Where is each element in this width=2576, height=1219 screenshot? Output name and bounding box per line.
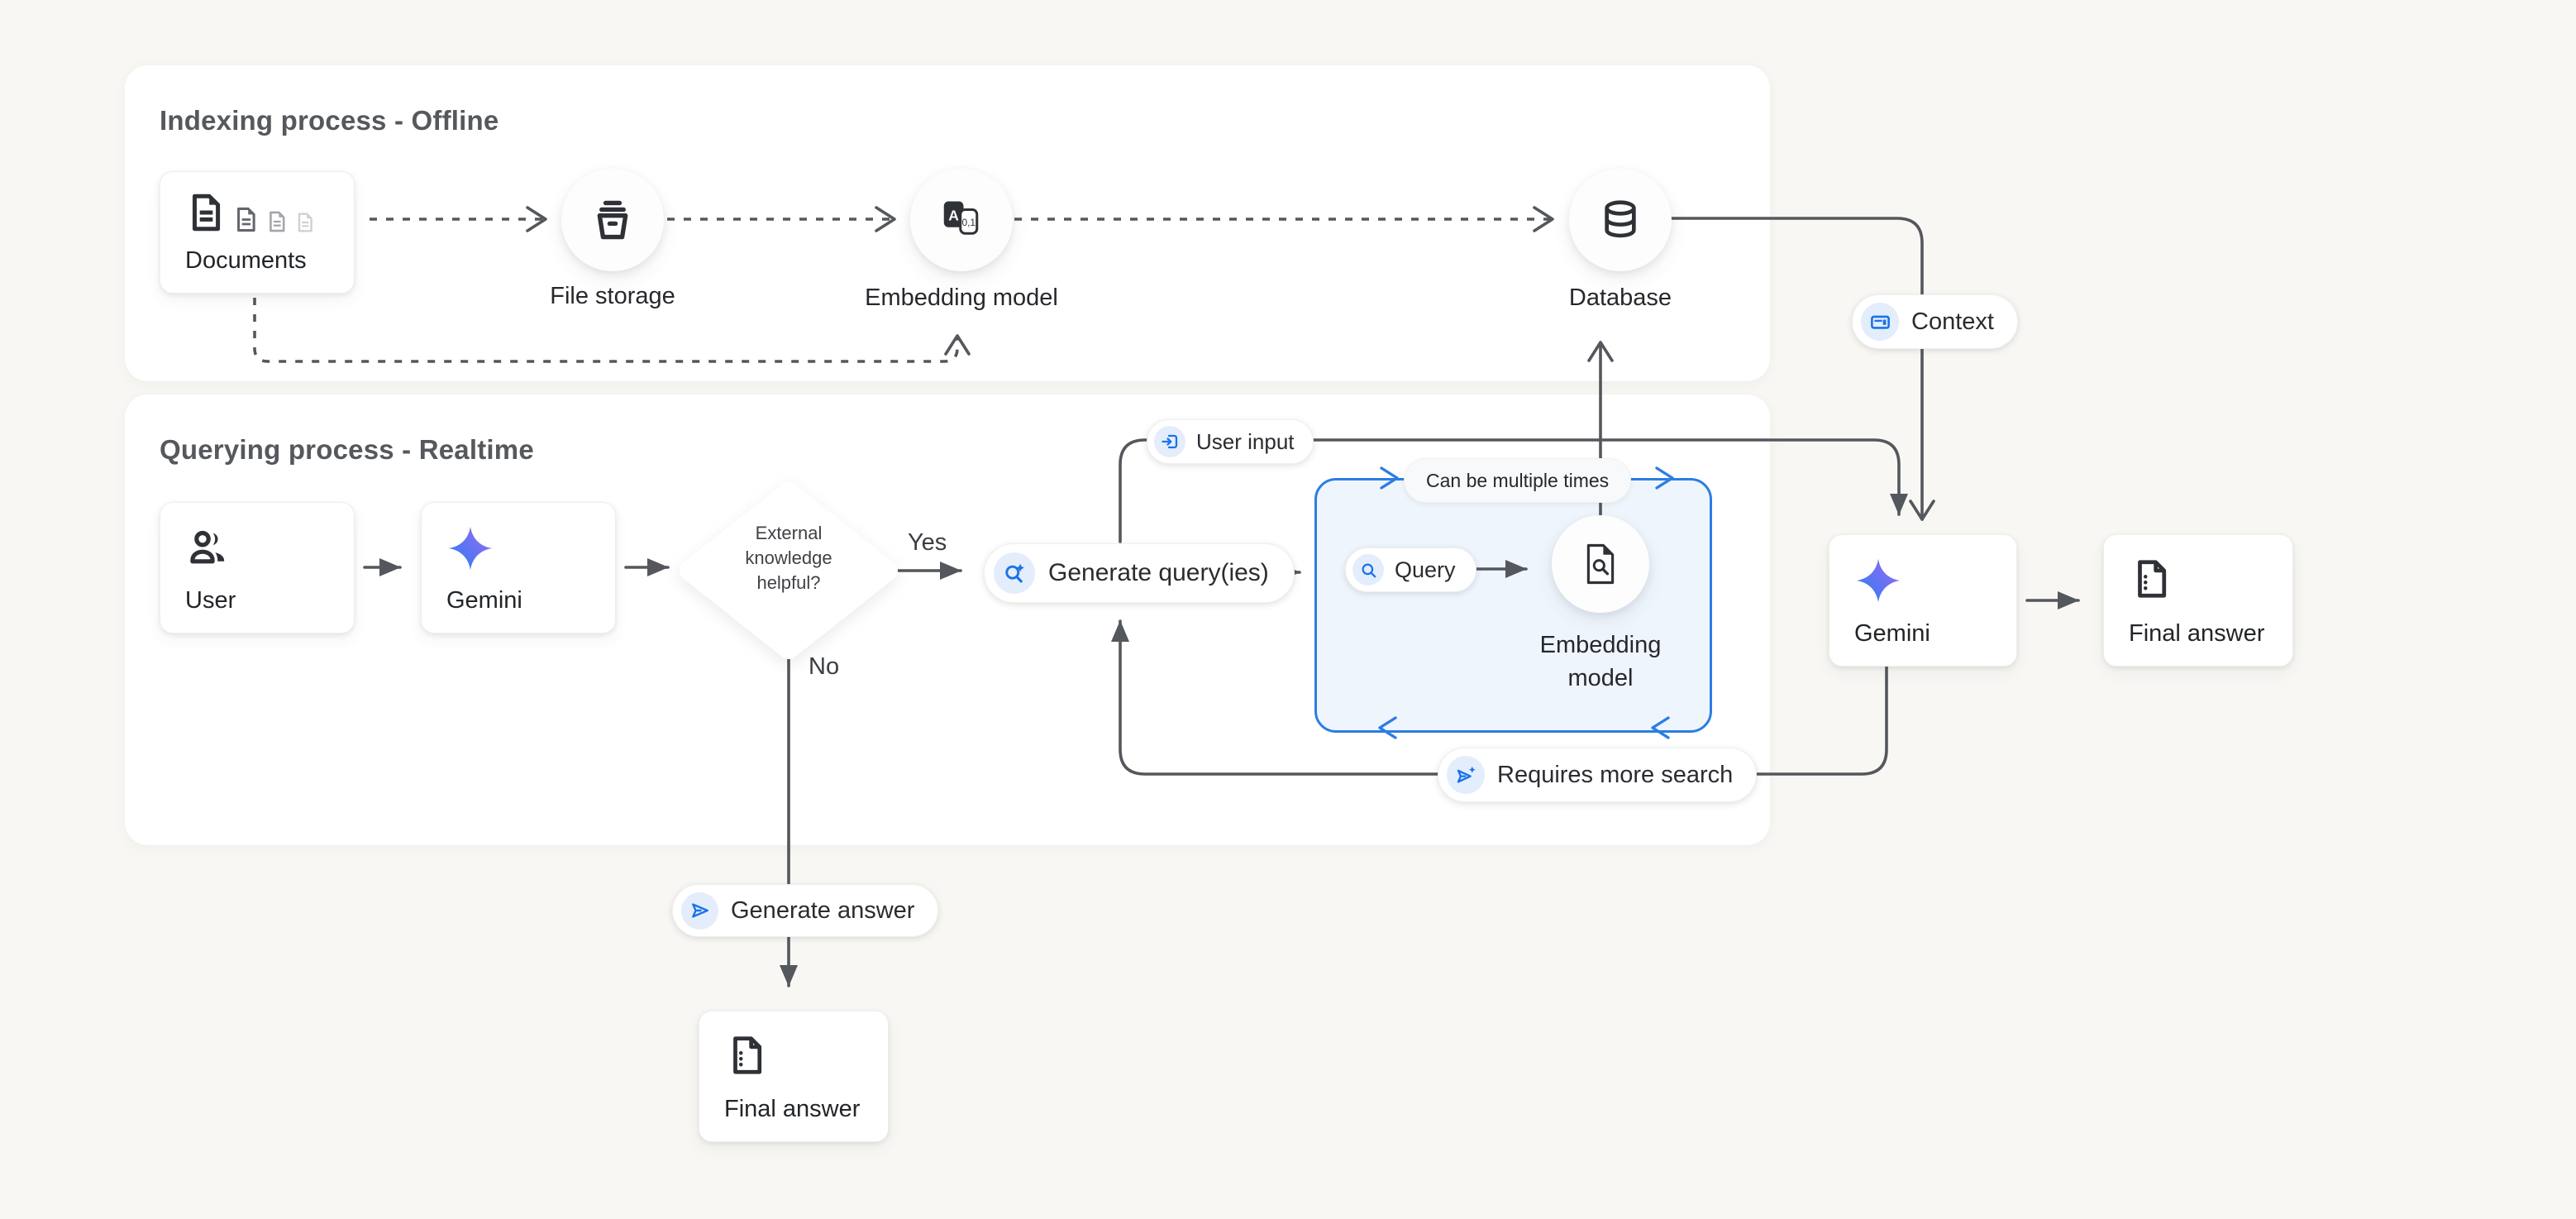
decision-text: External knowledge helpful? bbox=[745, 523, 832, 593]
gemini-card: Gemini bbox=[421, 502, 616, 633]
embedding-model-label: Embedding model bbox=[865, 284, 1058, 311]
generate-answer-label: Generate answer bbox=[731, 896, 915, 924]
requires-more-search-pill: Requires more search bbox=[1438, 748, 1758, 802]
document-icon bbox=[724, 1033, 769, 1082]
gemini2-label: Gemini bbox=[1854, 620, 1930, 647]
loop-note: Can be multiple times bbox=[1404, 458, 1632, 503]
file-storage-node bbox=[561, 169, 664, 271]
query-pill: Query bbox=[1345, 547, 1476, 592]
context-icon bbox=[1861, 303, 1899, 341]
query-embedding-label: Embedding model bbox=[1539, 632, 1662, 691]
search-sparkle-icon bbox=[994, 552, 1035, 594]
query-embedding-node bbox=[1552, 515, 1649, 613]
send-icon bbox=[681, 892, 718, 930]
document-search-icon bbox=[1586, 543, 1615, 585]
user-card: User bbox=[160, 502, 355, 633]
svg-text:0,1: 0,1 bbox=[962, 217, 976, 228]
database-label: Database bbox=[1568, 284, 1672, 311]
generate-answer-pill: Generate answer bbox=[672, 884, 939, 937]
gemini-label: Gemini bbox=[446, 587, 522, 614]
generate-queries-pill: Generate query(ies) bbox=[984, 543, 1295, 603]
document-icon bbox=[2129, 557, 2173, 605]
storage-bucket-icon bbox=[597, 200, 628, 240]
input-arrow-icon bbox=[1154, 426, 1185, 457]
send-sparkle-icon bbox=[1447, 756, 1485, 794]
documents-card: Documents bbox=[160, 171, 355, 294]
context-badge: Context bbox=[1852, 294, 2018, 349]
search-icon bbox=[1352, 554, 1384, 586]
documents-stack-icon bbox=[185, 192, 316, 233]
embedding-model-node: A 0,1 bbox=[910, 169, 1013, 271]
indexing-panel-title: Indexing process - Offline bbox=[160, 105, 499, 136]
final-answer-right-card: Final answer bbox=[2103, 534, 2293, 667]
user-input-pill: User input bbox=[1147, 419, 1314, 464]
no-label: No bbox=[809, 653, 840, 680]
yes-label: Yes bbox=[908, 529, 947, 556]
user-group-icon bbox=[185, 524, 231, 575]
gemini-star-icon bbox=[446, 524, 494, 576]
requires-more-search-label: Requires more search bbox=[1497, 761, 1734, 788]
database-node bbox=[1569, 169, 1672, 271]
querying-panel-title: Querying process - Realtime bbox=[160, 434, 534, 465]
context-badge-label: Context bbox=[1911, 308, 1994, 335]
user-input-label: User input bbox=[1196, 428, 1295, 454]
svg-text:A: A bbox=[948, 208, 959, 224]
file-storage-label: File storage bbox=[550, 283, 675, 309]
documents-label: Documents bbox=[185, 247, 307, 274]
final-answer-bottom-card: Final answer bbox=[699, 1011, 889, 1142]
gemini2-card: Gemini bbox=[1829, 534, 2017, 667]
final-answer-bottom-label: Final answer bbox=[724, 1096, 861, 1122]
gemini-star-icon bbox=[1854, 557, 1902, 609]
query-label: Query bbox=[1395, 557, 1456, 582]
generate-queries-label: Generate query(ies) bbox=[1048, 559, 1269, 586]
database-icon bbox=[1605, 200, 1636, 238]
user-label: User bbox=[185, 587, 236, 614]
final-answer-right-label: Final answer bbox=[2129, 620, 2265, 647]
translate-embedding-icon: A 0,1 bbox=[943, 201, 979, 235]
